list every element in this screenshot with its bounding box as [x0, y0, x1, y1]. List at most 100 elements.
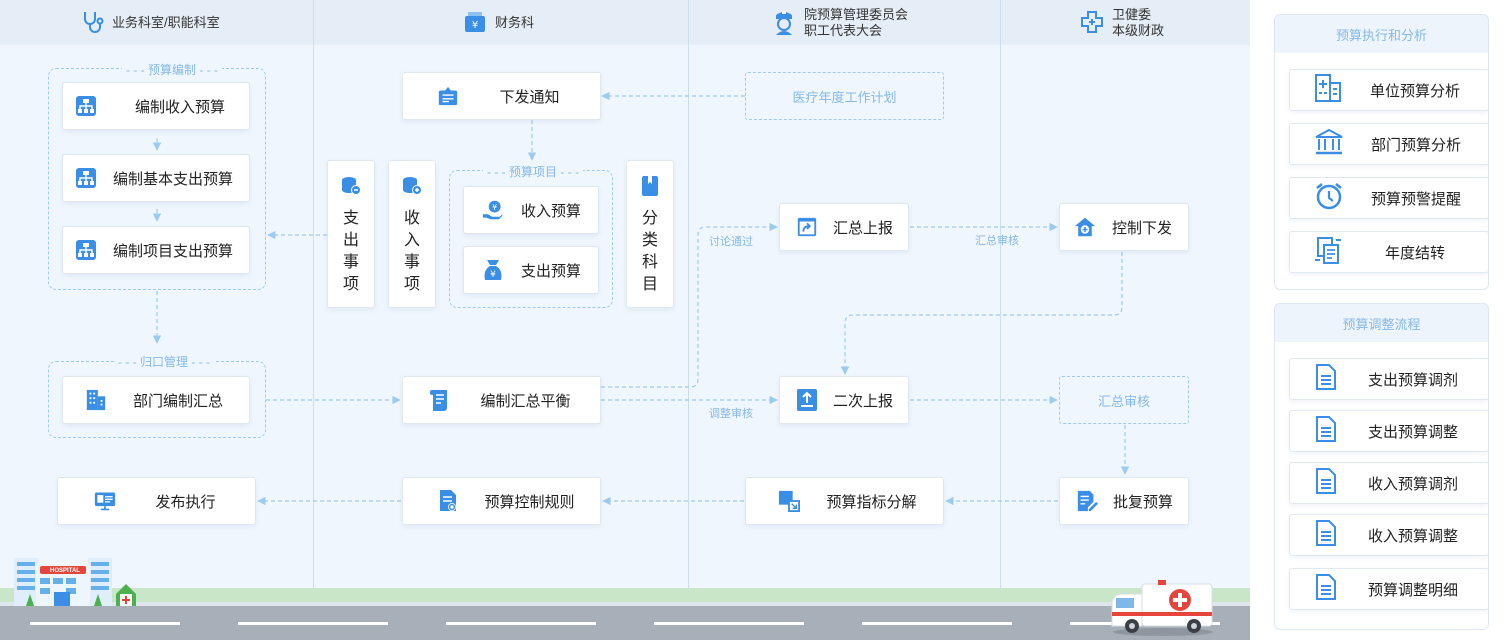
- group-title-text: 预算项目: [509, 165, 558, 179]
- lane-title-committee: 院预算管理委员会职工代表大会: [772, 7, 908, 39]
- node-income-items[interactable]: 收 入 事 项: [388, 160, 436, 308]
- lane-title-line1: 院预算管理委员会: [804, 7, 909, 22]
- lane-title-line1: 卫健委: [1112, 7, 1152, 22]
- notice-board-icon: [437, 85, 459, 107]
- node-label: 编制汇总平衡: [480, 392, 571, 410]
- org-chart-icon: [75, 95, 97, 117]
- menu-item-income-adjust-transfer[interactable]: 收入预算调剂: [1289, 462, 1488, 504]
- vertical-label: 收 入 事 项: [404, 208, 420, 296]
- menu-item-adjust-details[interactable]: 预算调整明细: [1289, 568, 1488, 610]
- node-subject-class[interactable]: 分 类 科 目: [626, 160, 674, 308]
- lane-title-text: 财务科: [495, 15, 535, 30]
- node-label: 发布执行: [155, 493, 216, 511]
- group-title-text: 预算编制: [148, 63, 197, 77]
- panel-budget-adjust: 预算调整流程 支出预算调剂 支出预算调整 收入预算调剂 收入预算调整 预算调整明…: [1274, 303, 1489, 630]
- menu-item-expense-adjust[interactable]: 支出预算调整: [1289, 410, 1488, 452]
- database-minus-icon: [340, 175, 362, 202]
- vertical-char: 项: [403, 276, 420, 293]
- node-approve-budget[interactable]: 批复预算: [1059, 477, 1189, 525]
- lane-divider: [688, 0, 689, 607]
- node-dept-summary[interactable]: 部门编制汇总: [62, 376, 250, 424]
- node-medical-annual-plan[interactable]: 医疗年度工作计划: [745, 72, 944, 120]
- menu-item-annual-carryover[interactable]: 年度结转: [1289, 231, 1488, 273]
- menu-item-label: 支出预算调整: [1367, 423, 1458, 441]
- node-expense-items[interactable]: 支 出 事 项: [327, 160, 375, 308]
- upload-box-icon: [796, 389, 818, 411]
- org-chart-icon: [75, 239, 97, 261]
- flow-connectors: [152, 91, 1130, 506]
- panel-title: 预算调整流程: [1275, 304, 1488, 342]
- document-gear-icon: [437, 490, 459, 512]
- bookmark-book-icon: [640, 175, 660, 202]
- svg-text:¥: ¥: [472, 20, 478, 31]
- node-label: 医疗年度工作计划: [792, 89, 897, 105]
- vertical-char: 目: [641, 276, 658, 293]
- menu-item-budget-warning[interactable]: 预算预警提醒: [1289, 177, 1488, 219]
- node-issue-notice[interactable]: 下发通知: [402, 72, 601, 120]
- edge-label-adjust-review: 调整审核: [709, 408, 753, 420]
- node-expense-budget[interactable]: ¥ 支出预算: [463, 246, 599, 294]
- lane-title-text: 院预算管理委员会职工代表大会: [804, 7, 908, 39]
- group-title-text: 归口管理: [140, 355, 189, 369]
- vertical-char: 项: [342, 276, 359, 293]
- menu-item-label: 年度结转: [1384, 244, 1445, 262]
- document-icon: [1314, 363, 1338, 395]
- menu-item-label: 预算调整明细: [1367, 581, 1458, 599]
- lane-title-health: 卫健委本级财政: [1080, 7, 1164, 39]
- lane-title-line2: 本级财政: [1112, 23, 1165, 38]
- vertical-char: 出: [342, 232, 359, 249]
- node-compile-balance[interactable]: 编制汇总平衡: [402, 376, 601, 424]
- monitor-icon: [94, 490, 116, 512]
- node-income-budget[interactable]: ¥ 收入预算: [463, 186, 599, 234]
- svg-text:¥: ¥: [492, 203, 497, 212]
- document-icon: [1314, 519, 1338, 551]
- yuan-wallet-icon: ¥: [463, 10, 487, 37]
- node-label: 二次上报: [832, 392, 893, 410]
- lane-title-text: 卫健委本级财政: [1112, 7, 1164, 39]
- panel-budget-analysis: 预算执行和分析 单位预算分析 部门预算分析 预算预警提醒 年度结转: [1274, 14, 1489, 290]
- vertical-char: 科: [641, 254, 658, 271]
- node-label: 预算控制规则: [484, 493, 575, 511]
- menu-item-income-adjust[interactable]: 收入预算调整: [1289, 514, 1488, 556]
- money-bag-icon: ¥: [482, 259, 504, 281]
- menu-item-label: 支出预算调剂: [1367, 371, 1458, 389]
- hand-coin-icon: ¥: [482, 199, 504, 221]
- node-indicator-split[interactable]: 预算指标分解: [745, 477, 944, 525]
- vertical-char: 支: [342, 210, 359, 227]
- menu-item-expense-adjust-transfer[interactable]: 支出预算调剂: [1289, 358, 1488, 400]
- vertical-char: 收: [403, 210, 420, 227]
- menu-item-label: 单位预算分析: [1369, 82, 1460, 100]
- menu-item-label: 预算预警提醒: [1370, 190, 1461, 208]
- node-compile-basic-expense[interactable]: 编制基本支出预算: [62, 154, 250, 202]
- group-title: - - - 归口管理 - - -: [114, 353, 215, 370]
- database-plus-icon: [401, 175, 423, 202]
- node-compile-project-expense[interactable]: 编制项目支出预算: [62, 226, 250, 274]
- document-icon: [1314, 573, 1338, 605]
- node-label: 下发通知: [499, 88, 560, 106]
- hospital-sign-text: HOSPITAL: [50, 568, 80, 574]
- nurse-icon: [772, 9, 796, 38]
- menu-item-dept-budget-analysis[interactable]: 部门预算分析: [1289, 123, 1488, 165]
- home-plus-icon: [1074, 216, 1096, 238]
- node-summary-report[interactable]: 汇总上报: [779, 203, 909, 251]
- node-compile-income-budget[interactable]: 编制收入预算: [62, 82, 250, 130]
- node-publish-execute[interactable]: 发布执行: [57, 477, 256, 525]
- transfer-icon: [1314, 235, 1342, 269]
- node-control-rules[interactable]: 预算控制规则: [402, 477, 601, 525]
- node-label: 编制收入预算: [134, 98, 225, 116]
- group-title: - - - 预算项目 - - -: [483, 163, 584, 180]
- node-label: 编制基本支出预算: [112, 170, 233, 188]
- building-chart-icon: [1314, 73, 1342, 107]
- node-summary-review[interactable]: 汇总审核: [1059, 376, 1189, 424]
- road-illustration: [0, 588, 1250, 640]
- vertical-char: 入: [403, 232, 420, 249]
- node-label: 部门编制汇总: [132, 392, 223, 410]
- alarm-clock-icon: [1314, 181, 1344, 215]
- menu-item-unit-budget-analysis[interactable]: 单位预算分析: [1289, 69, 1488, 111]
- lane-header-health: [1001, 0, 1250, 45]
- menu-item-label: 收入预算调剂: [1367, 475, 1458, 493]
- node-control-issue[interactable]: 控制下发: [1059, 203, 1189, 251]
- process-flow-canvas: 业务科室/职能科室 ¥ 财务科 院预算管理委员会职工代表大会 卫健委本级财政: [0, 0, 1250, 640]
- lane-title-text: 业务科室/职能科室: [112, 15, 220, 30]
- node-second-report[interactable]: 二次上报: [779, 376, 909, 424]
